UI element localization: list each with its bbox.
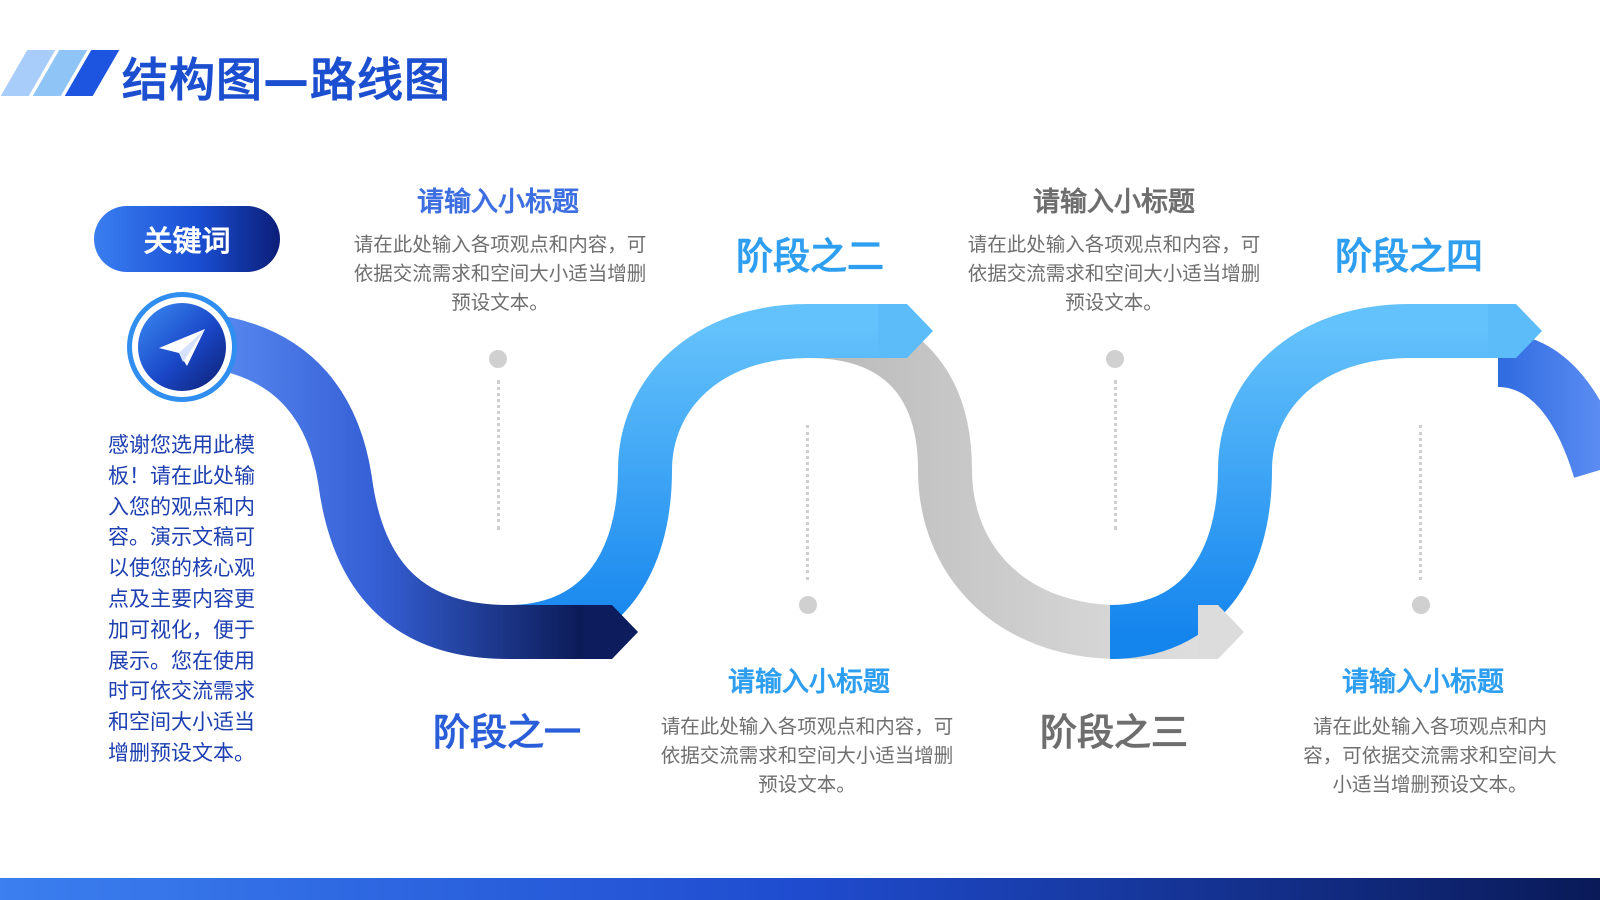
keyword-pill: 关键词 xyxy=(94,206,280,272)
stage-two-desc: 请在此处输入各项观点和内容，可依据交流需求和空间大小适当增删预设文本。 xyxy=(660,715,954,796)
intro-text: 感谢您选用此模板！请在此处输入您的观点和内容。演示文稿可以使您的核心观点及主要内… xyxy=(108,433,255,765)
plane-badge-inner xyxy=(138,303,226,391)
arrow-head-three xyxy=(1198,605,1244,659)
arrow-head-one xyxy=(583,605,638,659)
arrow-head-two xyxy=(878,304,933,358)
stage-four-connector xyxy=(1419,425,1422,580)
plane-badge xyxy=(127,292,237,402)
stage-one-title: 阶段之一 xyxy=(433,711,581,754)
stage-two-subtitle: 请输入小标题 xyxy=(728,667,890,698)
stage-four-subtitle: 请输入小标题 xyxy=(1342,667,1504,698)
stage-four-dot xyxy=(1412,596,1430,614)
stage-four-desc: 请在此处输入各项观点和内容，可依据交流需求和空间大小适当增删预设文本。 xyxy=(1303,715,1557,796)
arrow-head-four xyxy=(1488,304,1542,358)
ribbon-segment-two xyxy=(507,304,880,659)
footer-bar xyxy=(0,878,1600,900)
ribbon-segment-four xyxy=(1109,304,1490,659)
stage-two-connector xyxy=(806,425,809,580)
page-title: 结构图—路线图 xyxy=(122,53,451,107)
stage-one-connector xyxy=(497,380,500,530)
ribbon-segment-tail xyxy=(1496,333,1600,479)
ribbon-segment-one xyxy=(196,313,585,659)
stage-three-title: 阶段之三 xyxy=(1040,711,1188,754)
stage-one-subtitle: 请输入小标题 xyxy=(417,187,579,218)
stage-two-title: 阶段之二 xyxy=(736,235,884,278)
stage-four-title: 阶段之四 xyxy=(1335,235,1483,278)
stage-one-desc: 请在此处输入各项观点和内容，可依据交流需求和空间大小适当增删预设文本。 xyxy=(353,233,647,314)
stage-two-dot xyxy=(799,596,817,614)
paper-plane-icon xyxy=(159,329,205,366)
ribbon-segment-three xyxy=(807,304,1200,659)
stage-three-connector xyxy=(1114,380,1117,530)
stage-three-subtitle: 请输入小标题 xyxy=(1033,187,1195,218)
stage-three-dot xyxy=(1106,350,1124,368)
stage-one-dot xyxy=(489,350,507,368)
stage-three-desc: 请在此处输入各项观点和内容，可依据交流需求和空间大小适当增删预设文本。 xyxy=(967,233,1261,314)
